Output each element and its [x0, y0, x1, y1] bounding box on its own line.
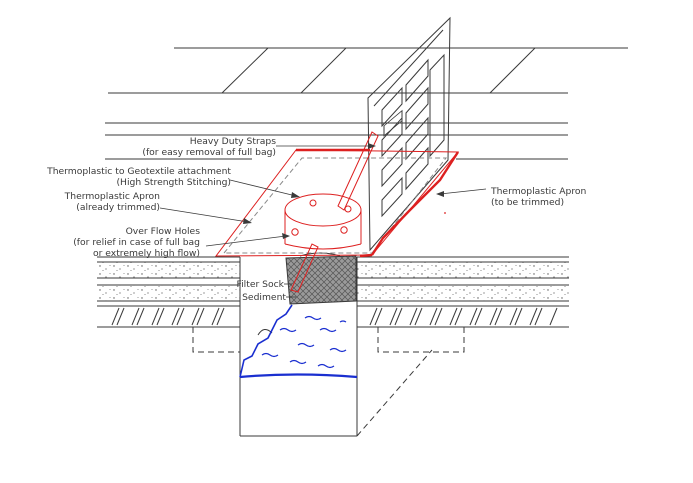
catch-basin: [192, 257, 465, 437]
label-apron-totrim-1: Thermoplastic Apron: [490, 186, 587, 197]
label-straps-2: (for easy removal of full bag): [142, 147, 276, 158]
label-filter-sock: Filter Sock: [237, 279, 285, 290]
leader-lines: [159, 143, 487, 298]
label-apron-trimmed-1: Thermoplastic Apron: [64, 191, 161, 202]
label-apron-totrim-2: (to be trimmed): [491, 197, 564, 208]
thermoplastic-apron: [214, 131, 460, 293]
label-straps-1: Heavy Duty Straps: [190, 136, 277, 147]
label-apron-trimmed-2: (already trimmed): [76, 202, 160, 213]
label-overflow-2: (for relief in case of full bag: [73, 237, 200, 248]
curb-inlet-plate: [367, 16, 451, 252]
annotations: Heavy Duty Straps (for easy removal of f…: [46, 136, 586, 303]
label-overflow-1: Over Flow Holes: [126, 226, 201, 237]
label-overflow-3: or extremely high flow): [93, 248, 200, 259]
water-in-basin: [239, 304, 358, 379]
label-sediment: Sediment: [242, 292, 286, 303]
pavement-layers: [97, 256, 569, 328]
label-geotextile-2: (High Strength Stitching): [116, 177, 231, 188]
grate-frame: [222, 157, 448, 254]
filter-sock: [285, 252, 357, 305]
road-lines: [105, 47, 628, 160]
label-geotextile-1: Thermoplastic to Geotextile attachment: [46, 166, 231, 177]
